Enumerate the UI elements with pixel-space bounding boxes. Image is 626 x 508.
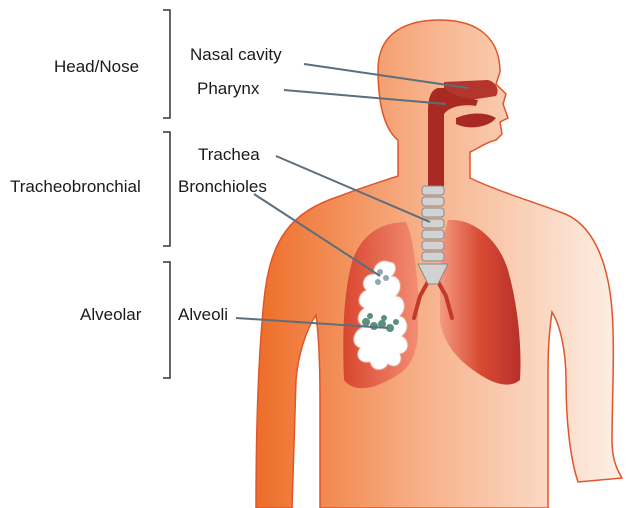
bracket-tracheobronchial	[163, 132, 170, 246]
label-trachea: Trachea	[198, 145, 260, 164]
label-bronchioles: Bronchioles	[178, 177, 267, 196]
trachea-rings	[418, 186, 448, 284]
label-alveoli: Alveoli	[178, 305, 228, 324]
bracket-alveolar	[163, 262, 170, 378]
label-alveolar: Alveolar	[80, 305, 142, 324]
label-tracheobronchial: Tracheobronchial	[10, 177, 141, 196]
label-head-nose: Head/Nose	[54, 57, 139, 76]
bracket-head-nose	[163, 10, 170, 118]
label-nasal-cavity: Nasal cavity	[190, 45, 282, 64]
label-pharynx: Pharynx	[197, 79, 260, 98]
